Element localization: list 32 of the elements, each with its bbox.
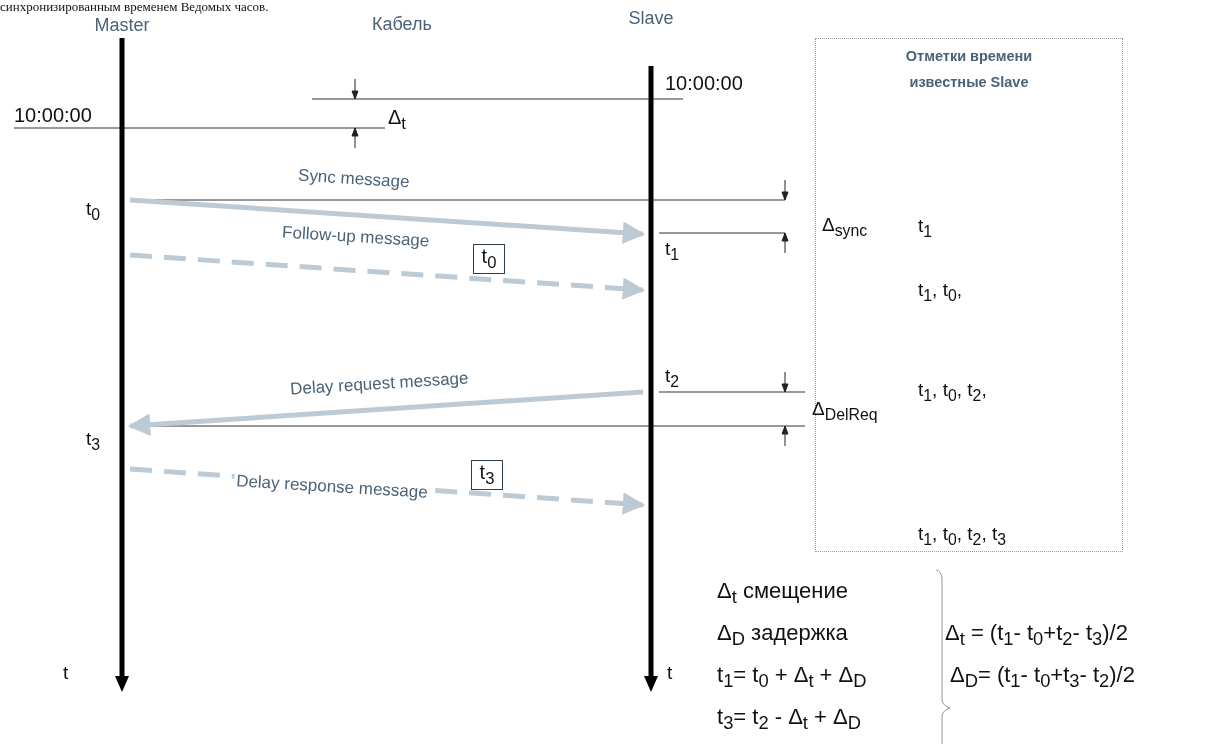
message-arrow — [129, 252, 646, 300]
annotation-text: Δ$_{DelReq}$ — [812, 398, 878, 424]
annotation-text: t$_{3}$ — [86, 428, 101, 454]
timestamp-list: t$_{1}$ — [918, 215, 933, 241]
edge-label: Sync message — [295, 166, 412, 193]
timestamp-list: t$_{1}$, t$_{0}$, t$_{2}$, t$_{3}$ — [918, 523, 1007, 549]
lifeline-heading: Master — [94, 15, 150, 36]
annotation-text: Кабель — [372, 14, 432, 35]
annotation-text: t$_{0}$ — [86, 198, 101, 224]
annotation-text: Δ$_{t}$ — [388, 106, 406, 134]
annotation-text: t$_{2}$ — [665, 365, 680, 391]
annotation-text: Δ$_{t}$ смещение — [717, 578, 849, 608]
timestamp-box: t$_{3}$ — [471, 460, 503, 490]
annotation-text: t$_{1}$ — [665, 238, 680, 264]
annotation-text: Δ$_{D}$ задержка — [717, 620, 848, 650]
message-arrow — [129, 197, 646, 244]
annotation-text: 10:00:00 — [14, 104, 92, 127]
annotation-text: t$_{1}$= t$_{0}$ + Δ$_{t}$ + Δ$_{D}$ — [717, 662, 867, 692]
timestamp-list: t$_{1}$, t$_{0}$, t$_{2}$, — [918, 379, 987, 405]
annotation-text: Δ$_{D}$= (t$_{1}$- t$_{0}$+t$_{3}$- t$_{2}$)/2 — [950, 662, 1135, 692]
annotation-text: t — [63, 662, 69, 684]
annotation-text: Δ$_{t}$ = (t$_{1}$- t$_{0}$+t$_{2}$- t$_{3}$)/2 — [945, 620, 1128, 650]
annotation-text: синхронизированным временем Ведомых часов. — [0, 0, 269, 15]
annotation-text: Δ$_{sync}$ — [822, 214, 868, 240]
panel-title: Отметки времени известные Slave — [904, 47, 1034, 92]
timestamp-list: t$_{1}$, t$_{0}$, — [918, 279, 963, 305]
annotation-text: t$_{3}$= t$_{2}$ - Δ$_{t}$ + Δ$_{D}$ — [717, 704, 861, 734]
timestamp-box: t$_{0}$ — [473, 244, 505, 274]
annotation-text: t — [667, 662, 673, 684]
message-arrow — [127, 389, 644, 436]
lifeline-heading: Slave — [628, 8, 674, 29]
annotation-text: 10:00:00 — [665, 72, 743, 95]
